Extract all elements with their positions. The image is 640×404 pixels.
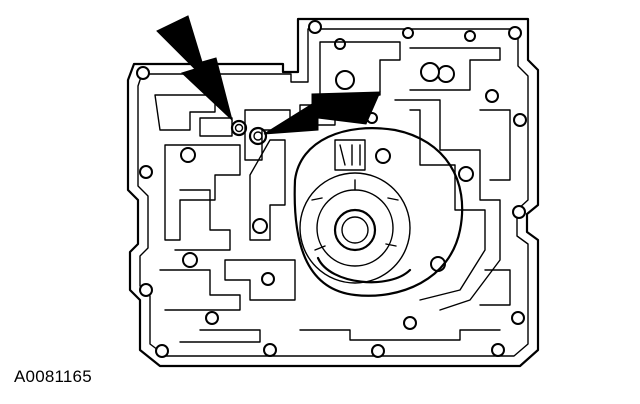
central-pump-area bbox=[293, 62, 464, 297]
figure-id-label: A0081165 bbox=[14, 367, 92, 386]
arrow-right bbox=[263, 91, 381, 135]
plate-outline bbox=[126, 17, 540, 368]
callout-arrows bbox=[156, 15, 381, 135]
target-seals bbox=[230, 119, 268, 146]
arrow-upper-left bbox=[156, 15, 233, 122]
